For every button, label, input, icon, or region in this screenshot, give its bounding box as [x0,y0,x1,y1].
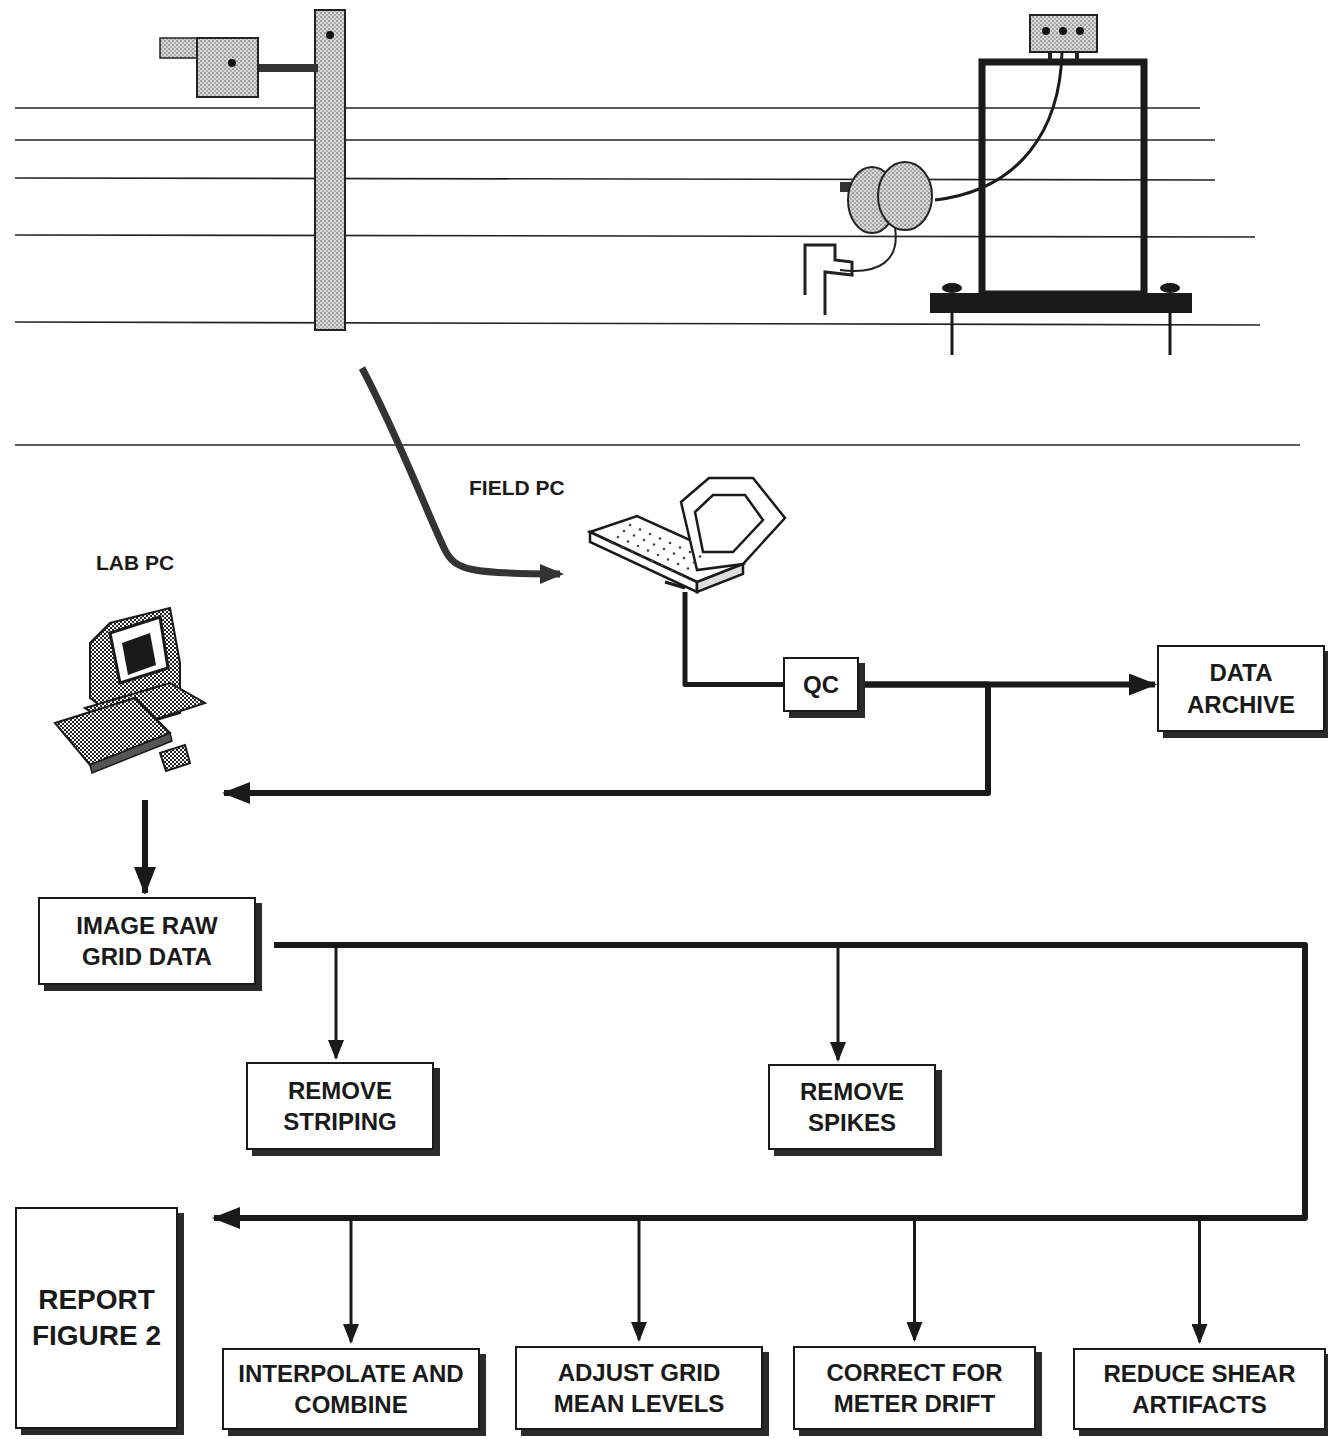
process-box: ADJUST GRID MEAN LEVELS [515,1346,763,1430]
box-label: REDUCE SHEAR ARTIFACTS [1087,1358,1312,1420]
process-box: CORRECT FOR METER DRIFT [793,1346,1036,1430]
process-box: DATA ARCHIVE [1157,645,1325,732]
flow-connector [214,945,1305,1218]
desktop-pc-icon [50,603,220,783]
process-box: IMAGE RAW GRID DATA [38,897,256,985]
box-label: INTERPOLATE AND COMBINE [236,1358,466,1420]
magnetometer-pole [160,10,345,330]
flow-connector [274,945,838,1060]
process-box: QC [783,657,859,712]
box-label: QC [803,669,839,700]
box-label: ADJUST GRID MEAN LEVELS [529,1357,749,1419]
conductivity-meter-frame [805,15,1192,355]
process-box: REDUCE SHEAR ARTIFACTS [1073,1348,1326,1430]
flow-connector [224,685,988,794]
box-label: DATA ARCHIVE [1171,657,1311,719]
survey-grid [15,108,1300,445]
box-label: REMOVE STRIPING [260,1075,420,1137]
process-box: REMOVE STRIPING [246,1062,434,1150]
box-label: CORRECT FOR METER DRIFT [807,1357,1022,1419]
flow-connector [685,592,783,685]
device-label: FIELD PC [469,474,565,501]
computer-icon: FIELD PC [465,470,795,598]
box-label: REMOVE SPIKES [782,1076,922,1138]
process-box: REMOVE SPIKES [768,1064,936,1150]
box-label: IMAGE RAW GRID DATA [52,910,242,972]
download-arrow [362,368,560,574]
flow-connector [142,800,148,893]
process-box: REPORT FIGURE 2 [15,1207,178,1429]
laptop-icon [585,470,795,598]
field-survey-illustration [0,0,1328,600]
computer-icon: LAB PC [50,545,220,800]
process-box: INTERPOLATE AND COMBINE [222,1348,480,1430]
device-label: LAB PC [50,549,220,576]
flow-connector [274,945,336,1058]
box-label: REPORT FIGURE 2 [32,1282,162,1355]
